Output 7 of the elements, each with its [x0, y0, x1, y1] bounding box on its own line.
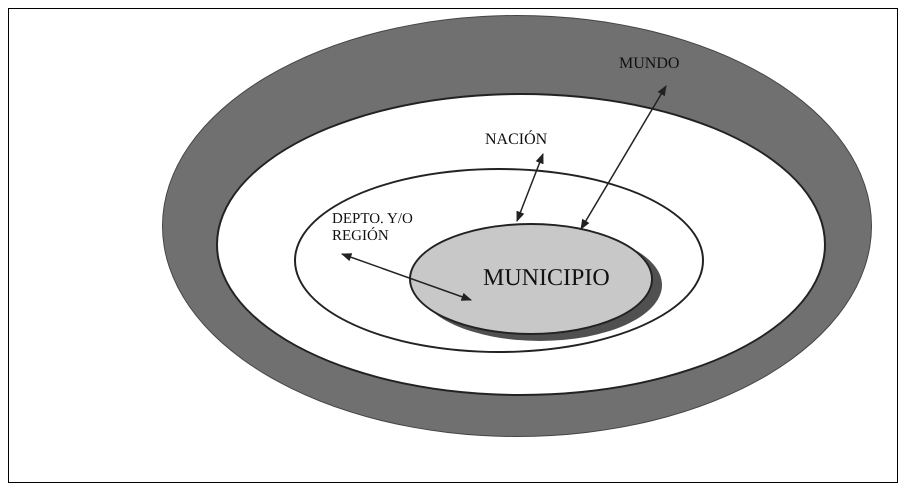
double-arrow	[580, 85, 667, 230]
ring-label: NACIÓN	[485, 131, 548, 149]
double-arrow	[341, 253, 472, 301]
center-label: MUNICIPIO	[483, 265, 610, 292]
double-arrow	[516, 153, 544, 222]
ring-label: MUNDO	[619, 55, 680, 73]
ring-label: DEPTO. Y/O REGIÓN	[332, 211, 414, 246]
